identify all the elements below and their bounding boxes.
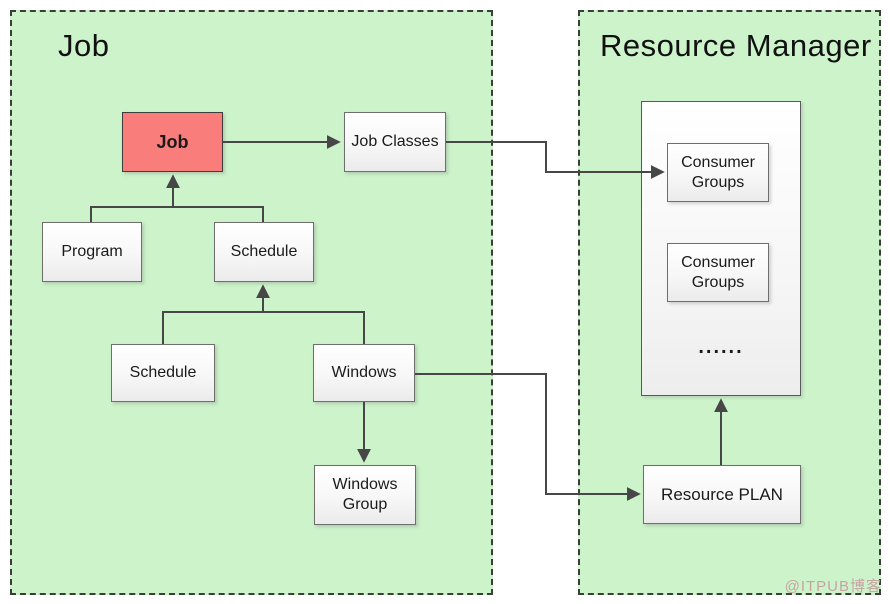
watermark: @ITPUB博客 [784, 578, 882, 595]
consumer-groups-ellipsis: ...... [698, 336, 744, 358]
node-windows: Windows [313, 344, 415, 402]
node-program: Program [42, 222, 142, 282]
node-windows-group: Windows Group [314, 465, 416, 525]
job-panel-title: Job [58, 28, 110, 63]
node-schedule-child: Schedule [111, 344, 215, 402]
job-panel [10, 10, 493, 595]
node-job-classes: Job Classes [344, 112, 446, 172]
node-consumer-groups-1: Consumer Groups [667, 143, 769, 202]
resource-manager-panel-title: Resource Manager [600, 28, 872, 63]
node-consumer-groups-2: Consumer Groups [667, 243, 769, 302]
node-resource-plan: Resource PLAN [643, 465, 801, 524]
node-schedule: Schedule [214, 222, 314, 282]
node-job: Job [122, 112, 223, 172]
